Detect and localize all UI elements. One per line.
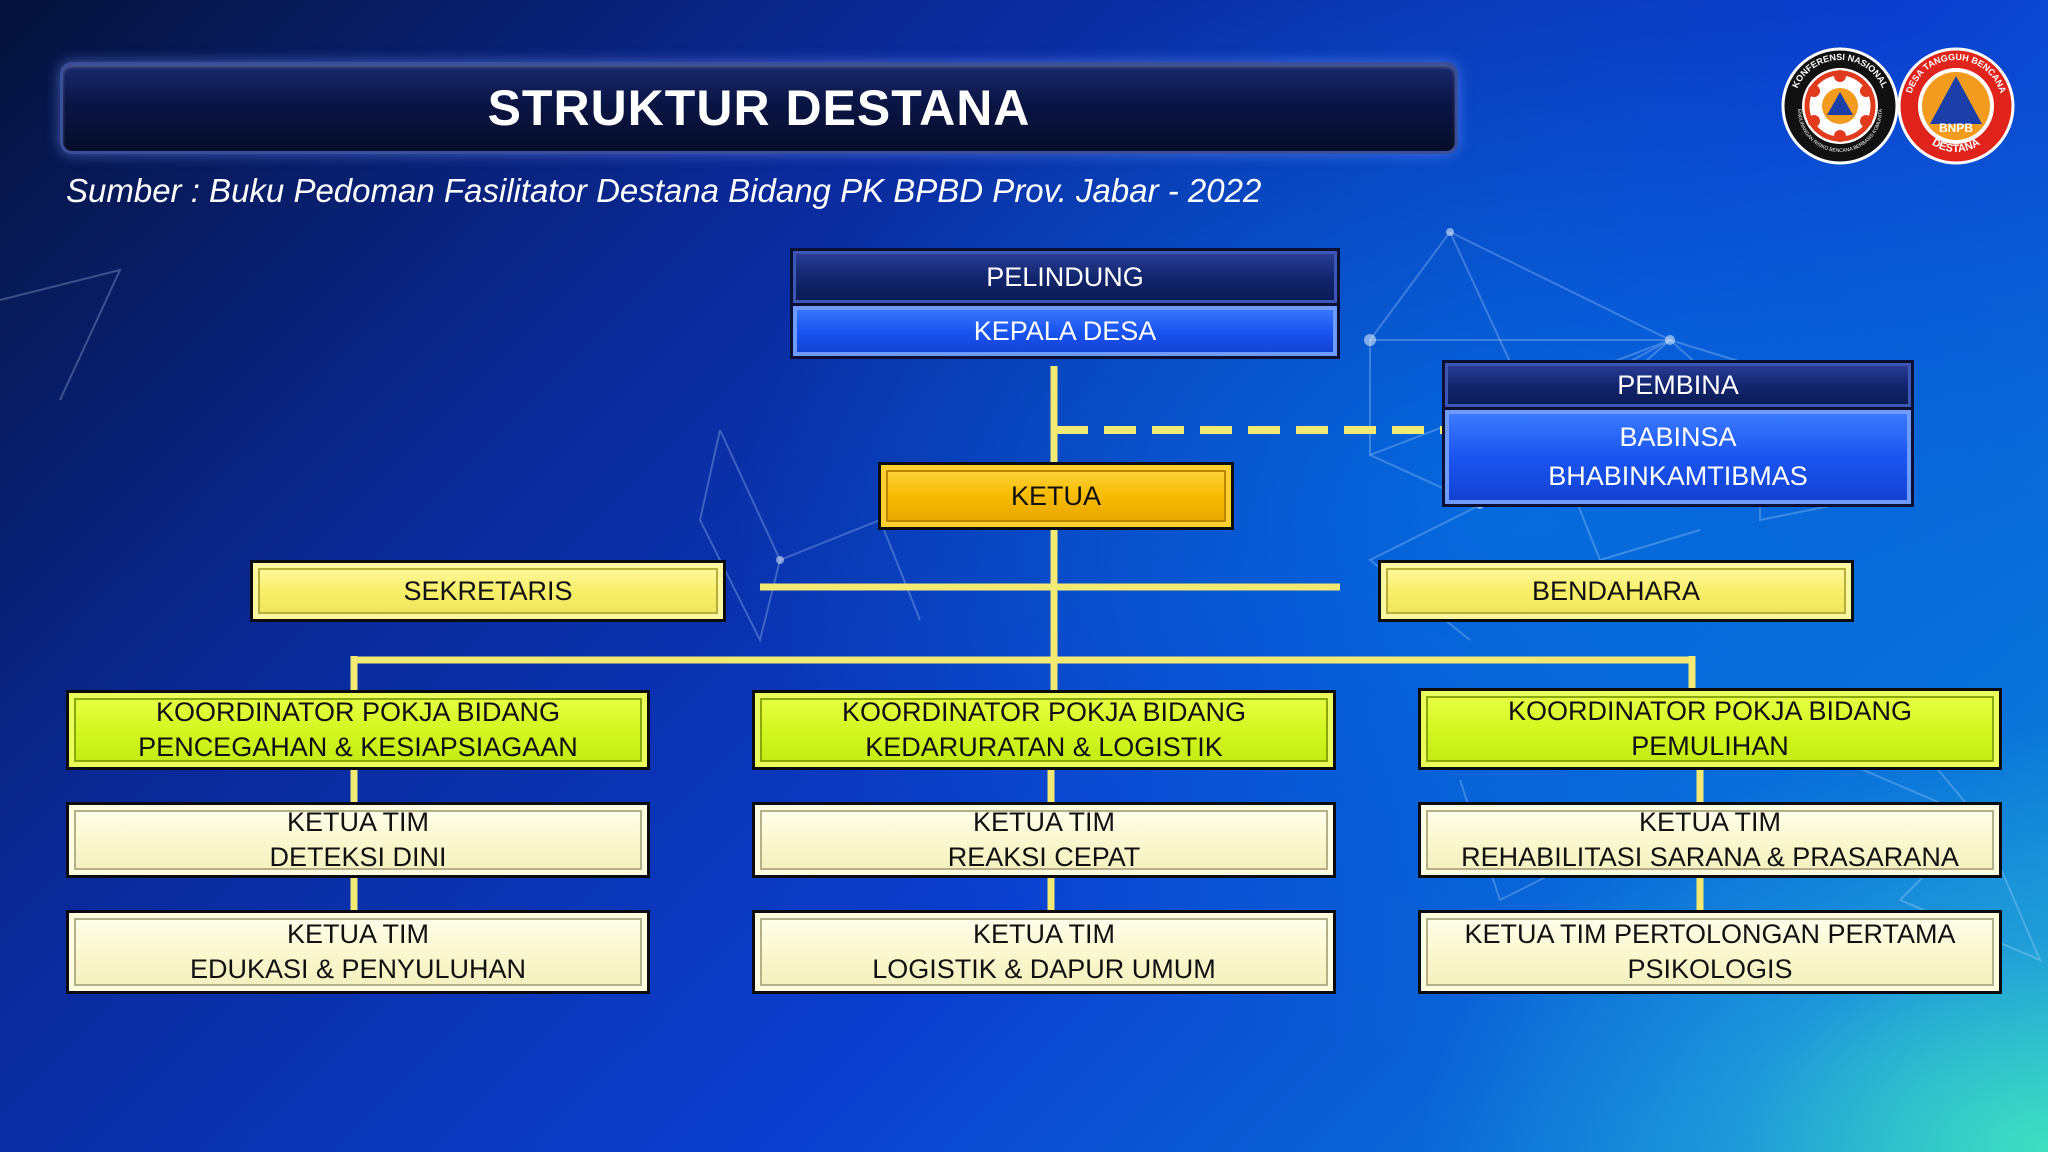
- ketua-label: KETUA: [1010, 480, 1102, 511]
- team-line1: KETUA TIM: [1638, 807, 1782, 837]
- team-line2: LOGISTIK & DAPUR UMUM: [872, 954, 1216, 984]
- sekretaris-label: SEKRETARIS: [403, 575, 573, 606]
- koordinator-line2: PENCEGAHAN & KESIAPSIAGAAN: [138, 732, 578, 762]
- ketua-tim-rehabilitasi-box: KETUA TIM REHABILITASI SARANA & PRASARAN…: [1418, 802, 2002, 878]
- bnpb-badge: BNPB: [1939, 121, 1973, 135]
- bendahara-box: BENDAHARA: [1378, 560, 1854, 622]
- logos: KONFERENSI NASIONAL PENGURANGAN RISIKO B…: [1780, 46, 2015, 165]
- koordinator-pemulihan-box: KOORDINATOR POKJA BIDANG PEMULIHAN: [1418, 688, 2002, 770]
- team-line2: EDUKASI & PENYULUHAN: [189, 954, 527, 984]
- ketua-tim-reaksi-cepat-box: KETUA TIM REAKSI CEPAT: [752, 802, 1336, 878]
- team-line2: REAKSI CEPAT: [947, 842, 1141, 872]
- koordinator-line2: PEMULIHAN: [1631, 731, 1789, 761]
- ketua-tim-pertolongan-pertama-box: KETUA TIM PERTOLONGAN PERTAMA PSIKOLOGIS: [1418, 910, 2002, 994]
- pembina-body: BABINSA BHABINKAMTIBMAS: [1442, 407, 1914, 507]
- destana-bnpb-logo: BNPB DESA TANGGUH BENCANA DESTANA: [1897, 47, 2015, 165]
- team-line2: DETEKSI DINI: [269, 842, 447, 872]
- pembina-header-label: PEMBINA: [1617, 369, 1739, 400]
- bendahara-label: BENDAHARA: [1531, 575, 1701, 606]
- koordinator-line1: KOORDINATOR POKJA BIDANG: [155, 697, 561, 727]
- team-line1: KETUA TIM PERTOLONGAN PERTAMA: [1464, 919, 1956, 949]
- pembina-body-line2: BHABINKAMTIBMAS: [1548, 461, 1808, 491]
- pelindung-header-label: PELINDUNG: [986, 261, 1144, 292]
- pelindung-body: KEPALA DESA: [790, 303, 1340, 359]
- koordinator-line1: KOORDINATOR POKJA BIDANG: [1507, 696, 1913, 726]
- sekretaris-box: SEKRETARIS: [250, 560, 726, 622]
- pembina-body-line1: BABINSA: [1619, 422, 1737, 452]
- team-line1: KETUA TIM: [972, 919, 1116, 949]
- destana-ring-text-bottom: DESTANA: [1930, 136, 1982, 155]
- koordinator-kedaruratan-box: KOORDINATOR POKJA BIDANG KEDARURATAN & L…: [752, 690, 1336, 770]
- ketua-tim-logistik-box: KETUA TIM LOGISTIK & DAPUR UMUM: [752, 910, 1336, 994]
- team-line1: KETUA TIM: [286, 807, 430, 837]
- koordinator-pencegahan-box: KOORDINATOR POKJA BIDANG PENCEGAHAN & KE…: [66, 690, 650, 770]
- ketua-tim-deteksi-dini-box: KETUA TIM DETEKSI DINI: [66, 802, 650, 878]
- source-caption: Sumber : Buku Pedoman Fasilitator Destan…: [66, 172, 1262, 209]
- konferensi-nasional-logo: KONFERENSI NASIONAL PENGURANGAN RISIKO B…: [1780, 46, 1899, 165]
- title-banner: [60, 62, 1458, 154]
- team-line2: PSIKOLOGIS: [1627, 954, 1793, 984]
- pelindung-body-label: KEPALA DESA: [973, 315, 1157, 346]
- team-line2: REHABILITASI SARANA & PRASARANA: [1461, 842, 1959, 872]
- ketua-box: KETUA: [878, 462, 1234, 530]
- koordinator-line1: KOORDINATOR POKJA BIDANG: [841, 697, 1247, 727]
- team-line1: KETUA TIM: [972, 807, 1116, 837]
- pelindung-header: PELINDUNG: [790, 248, 1340, 306]
- team-line1: KETUA TIM: [286, 919, 430, 949]
- pembina-header: PEMBINA: [1442, 360, 1914, 410]
- page-title: STRUKTUR DESTANA: [487, 80, 1031, 136]
- koordinator-line2: KEDARURATAN & LOGISTIK: [865, 732, 1223, 762]
- ketua-tim-edukasi-box: KETUA TIM EDUKASI & PENYULUHAN: [66, 910, 650, 994]
